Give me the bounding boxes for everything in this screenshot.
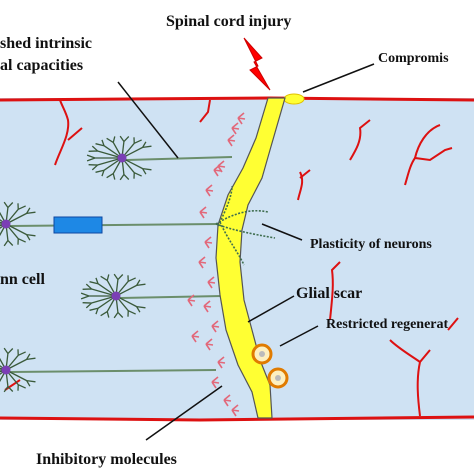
leader-lines [117, 63, 375, 441]
schwann-cell [53, 216, 103, 234]
inhibitory-molecule-icon [207, 276, 216, 289]
compromised-mark [283, 93, 305, 105]
inhibitory-molecule-icon [231, 404, 240, 417]
inhibitory-molecule-icon [223, 394, 232, 407]
neuron-icon [0, 347, 36, 393]
neuron-icon [80, 273, 146, 319]
blood-vessels [4, 99, 459, 417]
label-intrinsic-line2: al capacities [0, 57, 83, 74]
inhibitory-molecule-icon [217, 356, 226, 369]
neuron-icon [86, 135, 152, 181]
inhibitory-molecules [187, 112, 246, 417]
label-restricted-regeneration: Restricted regenerat [326, 317, 449, 332]
neurons [0, 135, 152, 393]
label-compromised: Compromis [378, 51, 449, 66]
glial-scar [215, 97, 286, 419]
inhibitory-molecule-icon [213, 164, 222, 177]
inhibitory-molecule-icon [199, 206, 208, 219]
plasticity-sprouts [215, 185, 276, 266]
inhibitory-molecule-icon [204, 236, 213, 249]
label-glial-scar: Glial scar [296, 285, 362, 302]
inhibitory-molecule-icon [203, 300, 212, 313]
label-plasticity: Plasticity of neurons [310, 237, 432, 252]
restricted-regeneration-cells [251, 343, 289, 389]
inhibitory-molecule-icon [231, 122, 240, 135]
label-inhibitory-molecules: Inhibitory molecules [36, 451, 177, 468]
inhibitory-molecule-icon [227, 134, 236, 147]
label-spinal-cord-injury: Spinal cord injury [166, 13, 291, 30]
axons [9, 156, 233, 373]
lightning-bolt-icon [243, 37, 271, 91]
bottom-boundary [0, 415, 474, 422]
neuron-icon [0, 201, 36, 247]
inhibitory-molecule-icon [237, 112, 246, 125]
label-schwann-cell: nn cell [0, 271, 45, 288]
inhibitory-molecule-icon [211, 320, 220, 333]
inhibitory-molecule-icon [198, 256, 207, 269]
label-intrinsic-line1: shed intrinsic [0, 35, 92, 52]
inhibitory-molecule-icon [205, 338, 214, 351]
inhibitory-molecule-icon [211, 376, 220, 389]
inhibitory-molecule-icon [191, 330, 200, 343]
inhibitory-molecule-icon [205, 184, 214, 197]
top-boundary [0, 96, 474, 102]
inhibitory-molecule-icon [187, 294, 196, 307]
